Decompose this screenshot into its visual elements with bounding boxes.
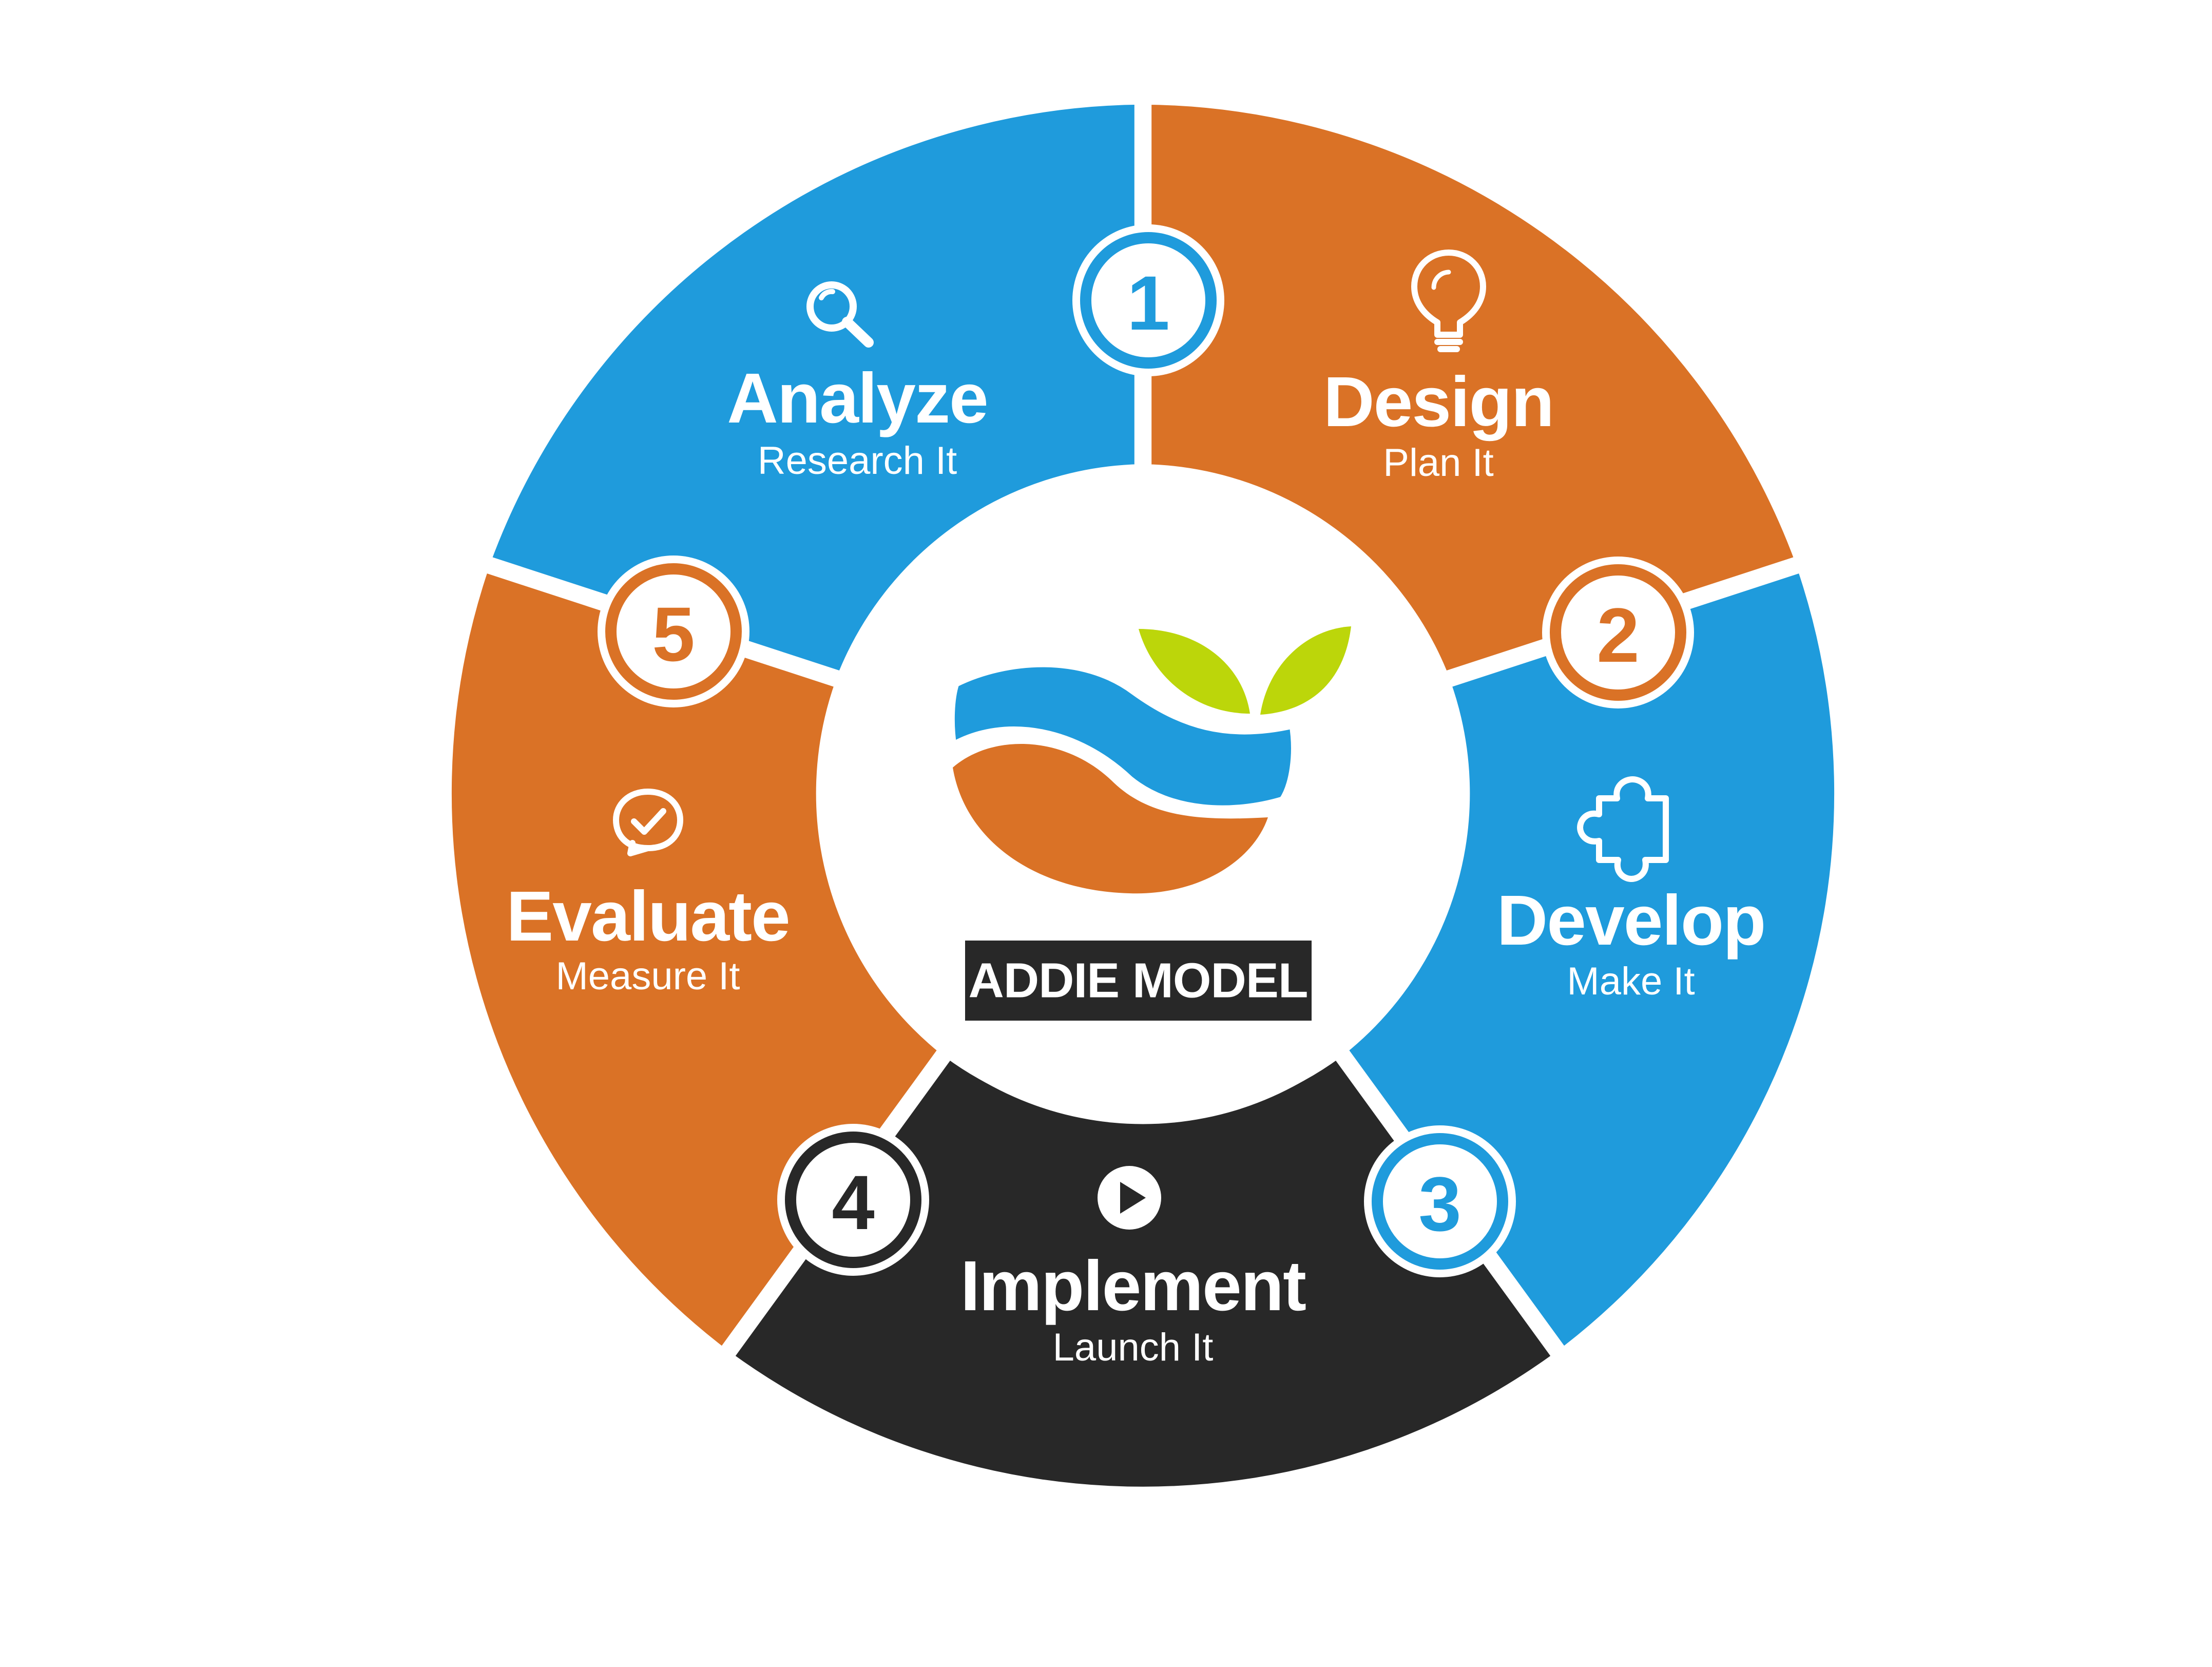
badge-2: 2 <box>1542 557 1694 708</box>
segment-title-develop: Develop <box>1497 881 1765 960</box>
badge-3: 3 <box>1364 1125 1516 1277</box>
check-chat-icon <box>613 789 683 856</box>
logo-leaf-right <box>1260 626 1351 715</box>
logo-bowl <box>953 743 1268 894</box>
segment-subtitle-design: Plan It <box>1383 441 1493 485</box>
badge-number-3: 3 <box>1418 1161 1461 1247</box>
badge-number-4: 4 <box>832 1159 874 1246</box>
badge-number-5: 5 <box>652 591 695 677</box>
badge-number-1: 1 <box>1127 260 1169 346</box>
center-label-box <box>965 941 1312 1021</box>
segment-title-implement: Implement <box>960 1247 1306 1326</box>
lightbulb-icon <box>1411 250 1486 352</box>
logo-wave <box>945 658 1300 815</box>
logo-leaf-left <box>1139 629 1250 714</box>
segment-title-analyze: Analyze <box>727 359 988 438</box>
center-label: ADDIE MODEL <box>969 953 1308 1008</box>
badge-group: 1 2 3 4 5 <box>598 224 1694 1277</box>
play-icon <box>1098 1166 1161 1230</box>
segment-labels: Analyze Research It Design Plan It Devel… <box>506 359 1766 1369</box>
segment-subtitle-evaluate: Measure It <box>555 954 740 998</box>
segment-design <box>1140 93 1806 683</box>
badge-5: 5 <box>598 555 749 707</box>
segment-subtitle-implement: Launch It <box>1053 1326 1214 1369</box>
badge-1: 1 <box>1072 224 1224 376</box>
segment-analyze <box>479 93 1146 683</box>
magnifier-icon <box>806 281 874 348</box>
puzzle-icon <box>1577 776 1669 882</box>
segment-title-evaluate: Evaluate <box>506 877 790 956</box>
badge-number-2: 2 <box>1597 592 1639 678</box>
segment-subtitle-develop: Make It <box>1567 960 1695 1003</box>
segment-title-design: Design <box>1323 362 1553 442</box>
seedling-logo <box>945 626 1351 894</box>
segment-subtitle-analyze: Research It <box>758 439 957 483</box>
badge-4: 4 <box>777 1124 929 1276</box>
